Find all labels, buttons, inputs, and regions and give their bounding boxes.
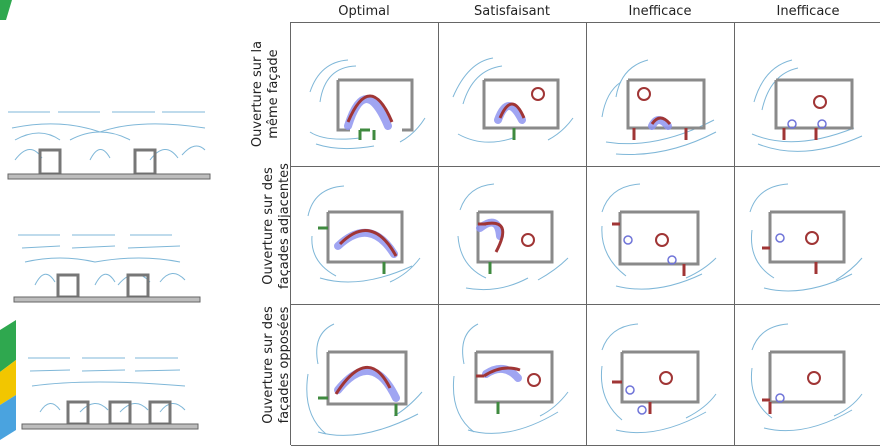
sketch-3 — [21, 357, 199, 430]
cell-r2-c1-optimal — [307, 185, 421, 283]
column-header-satisfaisant: Satisfaisant — [474, 4, 550, 19]
cell-r1-c1-optimal — [309, 59, 426, 150]
cell-r3-c4-inefficace — [750, 323, 863, 432]
column-header-inefficace-1: Inefficace — [628, 4, 692, 19]
cell-r2-c3-inefficace — [601, 183, 717, 290]
column-header-inefficace-2: Inefficace — [776, 4, 840, 19]
row-label-facades-opposees: Ouverture sur des façades opposées — [261, 306, 292, 424]
street-airflow-sketches — [7, 111, 211, 430]
sketch-2 — [13, 234, 201, 303]
cell-r1-c2-satisfaisant — [452, 57, 574, 143]
cell-r2-c2-satisfaisant — [457, 183, 569, 291]
cell-r1-c3-inefficace — [601, 59, 717, 155]
column-header-optimal: Optimal — [338, 4, 390, 19]
logo — [0, 0, 16, 440]
cell-r3-c2-satisfaisant — [452, 323, 569, 434]
cell-r3-c1-optimal — [306, 323, 423, 436]
cell-r3-c3-inefficace — [600, 323, 717, 434]
ventilation-diagrams — [306, 57, 863, 436]
row-label-facades-adjacentes: Ouverture sur des façades adjacentes — [261, 163, 292, 289]
row-label-meme-facade: Ouverture sur la même façade — [250, 40, 281, 148]
cell-r1-c4-inefficace — [751, 59, 863, 152]
cell-r2-c4-inefficace — [749, 183, 863, 292]
sketch-1 — [7, 111, 211, 180]
